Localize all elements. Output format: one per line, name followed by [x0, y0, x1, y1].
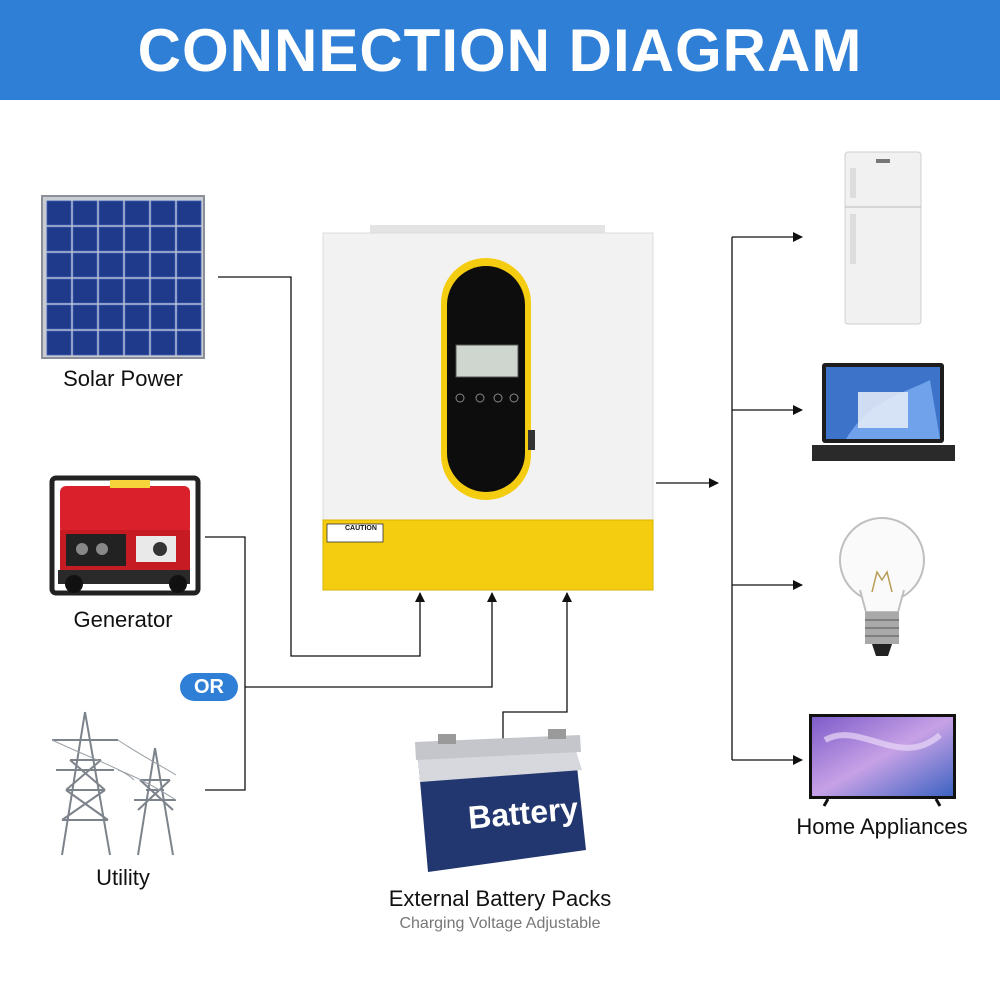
solar-cell [46, 304, 72, 330]
solar-cell [150, 330, 176, 356]
solar-cell [176, 200, 202, 226]
solar-cell [176, 304, 202, 330]
solar-cell [176, 330, 202, 356]
solar-cell [124, 304, 150, 330]
utility-label: Utility [96, 865, 150, 890]
solar-cell [46, 226, 72, 252]
solar-cell [150, 226, 176, 252]
header-banner: CONNECTION DIAGRAM [0, 0, 1000, 100]
generator-label: Generator [73, 607, 173, 632]
solar-cell [46, 330, 72, 356]
generator-connection-line [205, 536, 246, 791]
solar-cell [72, 226, 98, 252]
home-appliances-label: Home Appliances [796, 814, 968, 839]
solar-cell [150, 304, 176, 330]
solar-cell [124, 200, 150, 226]
solar-cell [150, 252, 176, 278]
solar-cell [72, 200, 98, 226]
caution-label: CAUTION [345, 525, 377, 532]
battery-subtitle: Charging Voltage Adjustable [399, 915, 601, 932]
solar-cell [150, 200, 176, 226]
page-title: CONNECTION DIAGRAM [137, 16, 863, 84]
solar-cell [98, 200, 124, 226]
solar-cell [124, 278, 150, 304]
solar-cell [72, 278, 98, 304]
or-badge: OR [180, 673, 238, 701]
solar-cell [72, 330, 98, 356]
solar-cell [176, 226, 202, 252]
solar-cell [98, 278, 124, 304]
solar-connection-line [218, 276, 425, 657]
battery-connection-line [502, 592, 572, 743]
solar-cell [124, 252, 150, 278]
solar-cell [46, 278, 72, 304]
grid-connection-line [245, 592, 497, 688]
solar-cell [124, 226, 150, 252]
solar-cell [150, 278, 176, 304]
solar-cell [72, 304, 98, 330]
solar-cell [176, 278, 202, 304]
solar-cell [98, 304, 124, 330]
battery-title: External Battery Packs [388, 886, 612, 911]
solar-cell [98, 252, 124, 278]
solar-cell [124, 330, 150, 356]
solar-cell [98, 226, 124, 252]
solar-cell [98, 330, 124, 356]
solar-cell [46, 252, 72, 278]
solar-cell [176, 252, 202, 278]
solar-cell [72, 252, 98, 278]
solar-power-label: Solar Power [63, 366, 183, 391]
solar-cell [46, 200, 72, 226]
